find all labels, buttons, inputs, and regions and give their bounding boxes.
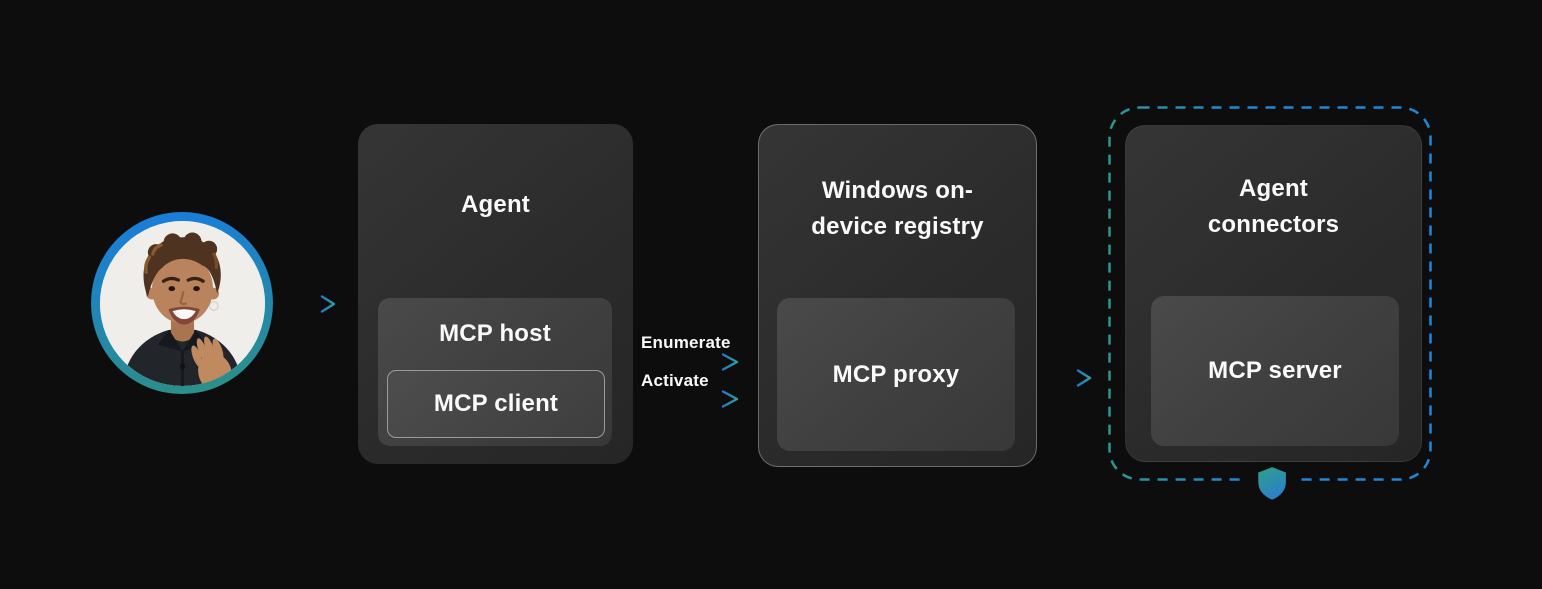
activate-arrow-icon [641,390,739,408]
mcp-proxy-box: MCP proxy [777,298,1015,451]
security-boundary [1108,106,1432,500]
mcp-host-label: MCP host [439,320,551,347]
shield-icon [1258,467,1286,500]
registry-title: Windows on-device registry [811,177,984,240]
registry-node: Windows on-device registry MCP proxy [758,124,1037,467]
mcp-client-box: MCP client [387,370,605,438]
agent-connectors-node: Agent connectors MCP server [1125,125,1422,462]
enumerate-label: Enumerate [641,333,731,352]
user-avatar [91,212,273,394]
enumerate-arrow-icon [641,353,739,371]
mcp-proxy-label: MCP proxy [832,360,960,388]
agent-node: Agent MCP host MCP client [358,124,633,464]
user-photo-illustration [99,220,265,386]
user-photo [99,220,265,386]
arrow-user-to-agent-icon [289,295,336,313]
mcp-server-label: MCP server [1208,357,1342,384]
agent-title: Agent [461,191,530,218]
mcp-host-box: MCP host MCP client [378,298,612,446]
activate-label: Activate [641,371,709,390]
mcp-client-label: MCP client [433,390,559,417]
mcp-server-box: MCP server [1151,296,1399,446]
agent-connectors-title: Agent connectors [1207,175,1340,238]
arrow-registry-to-connectors-icon [1043,369,1092,387]
